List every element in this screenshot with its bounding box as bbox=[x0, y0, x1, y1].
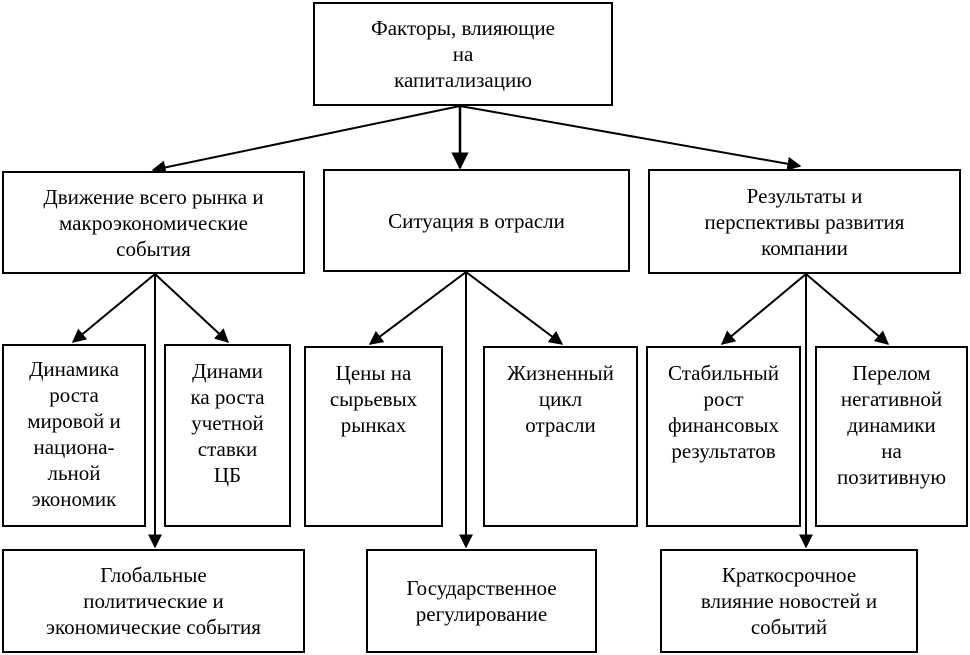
leaf-commodity-prices: Цены на сырьевых рынках bbox=[304, 346, 443, 527]
arrow-company-to-reversal bbox=[805, 273, 890, 345]
arrow-industry-to-lifecycle bbox=[465, 271, 564, 345]
leaf-stable-growth: Стабильный рост финансовых результатов bbox=[646, 346, 801, 527]
category-industry: Ситуация в отрасли bbox=[323, 169, 630, 272]
root-node: Факторы, влияющие на капитализацию bbox=[313, 2, 613, 106]
arrow-root-to-market bbox=[151, 105, 461, 175]
arrow-market-to-rate bbox=[154, 273, 230, 343]
arrow-industry-to-commodities bbox=[368, 271, 467, 345]
arrow-root-to-company bbox=[459, 105, 802, 171]
leaf-state-regulation: Государственное регулирование bbox=[366, 549, 597, 653]
category-market: Движение всего рынка и макроэкономически… bbox=[2, 171, 305, 274]
leaf-industry-lifecycle: Жизненный цикл отрасли bbox=[483, 346, 638, 527]
arrow-market-to-world-economy bbox=[71, 273, 156, 343]
arrow-company-to-stable-growth bbox=[720, 273, 807, 345]
leaf-world-economy: Динамика роста мировой и национа- льной … bbox=[2, 344, 146, 527]
leaf-negative-to-positive: Перелом негативной динамики на позитивну… bbox=[815, 346, 968, 527]
category-company: Результаты и перспективы развития компан… bbox=[648, 169, 961, 274]
leaf-central-bank-rate: Динами ка роста учетной ставки ЦБ bbox=[164, 344, 291, 527]
leaf-short-term-news: Краткосрочное влияние новостей и событий bbox=[660, 549, 918, 653]
leaf-global-events: Глобальные политические и экономические … bbox=[2, 549, 305, 653]
